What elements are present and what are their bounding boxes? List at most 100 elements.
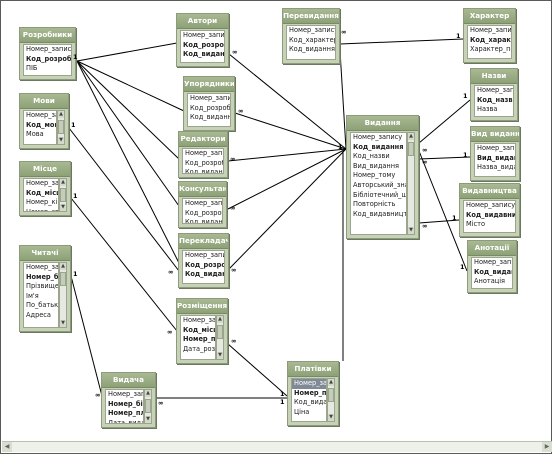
field[interactable]: Прізвище bbox=[26, 282, 58, 291]
table-title[interactable]: Автори bbox=[177, 14, 228, 29]
scroll-up-arrow-icon[interactable]: ▲ bbox=[58, 111, 64, 118]
field[interactable]: Номер_запису bbox=[108, 390, 143, 398]
field[interactable]: Номер_запису bbox=[474, 258, 512, 266]
table-mistse[interactable]: МісцеНомер_записуКод_місцяНомер_кімнатиН… bbox=[19, 161, 71, 216]
table-perevydannia[interactable]: ПеревиданняНомер_записуКод_характераКод_… bbox=[282, 8, 340, 64]
key-field[interactable]: Код_місця bbox=[183, 325, 215, 334]
field[interactable]: Номер_запису bbox=[190, 94, 230, 102]
field[interactable]: Адреса bbox=[26, 310, 51, 319]
field-list[interactable]: Номер_записуКод_характераХарактер_переви… bbox=[467, 25, 512, 59]
field-list[interactable]: Номер_записуВид_виданняНазва_видання bbox=[474, 143, 516, 177]
vertical-scrollbar[interactable]: ▲▼ bbox=[59, 262, 67, 328]
relationship-line[interactable] bbox=[418, 156, 471, 160]
field[interactable]: Номер_тому bbox=[353, 171, 396, 180]
field[interactable]: Номер_запису bbox=[353, 133, 403, 141]
key-field[interactable]: Номер_білета bbox=[26, 272, 58, 281]
field[interactable]: Дата_розміщення bbox=[183, 344, 215, 353]
field[interactable]: Номер_запису bbox=[26, 45, 71, 53]
field[interactable]: Номер_запису bbox=[470, 26, 511, 34]
field[interactable]: ПІБ bbox=[26, 64, 38, 73]
field[interactable]: Код_видання bbox=[185, 218, 222, 224]
field-list[interactable]: Номер_записуНомер_білетаНомер_платівкиДа… bbox=[105, 389, 144, 424]
table-title[interactable]: Назви bbox=[471, 69, 517, 84]
table-avtory[interactable]: АвториНомер_записуКод_розробникаКод_вида… bbox=[176, 13, 229, 67]
key-field[interactable]: Вид_видання bbox=[477, 153, 515, 162]
scroll-up-arrow-icon[interactable]: ▲ bbox=[217, 316, 223, 323]
vertical-scrollbar[interactable]: ▲▼ bbox=[407, 132, 415, 235]
field[interactable]: Код_характера bbox=[289, 35, 335, 44]
table-uporiadnyky[interactable]: УпорядникиНомер_записуКод_розробникаКод_… bbox=[183, 76, 235, 131]
relationship-line[interactable] bbox=[70, 275, 103, 397]
scroll-up-arrow-icon[interactable]: ▲ bbox=[60, 263, 66, 270]
field-list[interactable]: Номер_записуНомер_білетаПрізвищеІм'яПо_б… bbox=[23, 262, 59, 328]
field-list[interactable]: Номер_записуКод_місцяНомер_платівкиДата_… bbox=[180, 315, 216, 360]
field[interactable]: Номер_запису bbox=[185, 149, 223, 157]
table-vyd-vydannia[interactable]: Вид виданняНомер_записуВид_виданняНазва_… bbox=[470, 126, 520, 181]
scroll-up-arrow-icon[interactable]: ▲ bbox=[145, 390, 151, 397]
table-title[interactable]: Видання bbox=[347, 116, 418, 131]
field-list[interactable]: Номер_записуКод_місцяНомер_кімнатиНомер_… bbox=[23, 178, 59, 212]
field[interactable]: Код_розробника bbox=[185, 158, 223, 167]
table-title[interactable]: Характер bbox=[464, 9, 515, 24]
table-plativky[interactable]: ПлатівкиНомер_записуНомер_платівкиКод_ви… bbox=[287, 361, 339, 426]
relationship-line[interactable] bbox=[68, 127, 180, 272]
scroll-down-arrow-icon[interactable]: ▼ bbox=[408, 227, 414, 234]
key-field[interactable]: Код_місця bbox=[26, 188, 58, 197]
table-redaktory[interactable]: РедакториНомер_записуКод_розробникаКод_в… bbox=[178, 131, 228, 178]
relationship-line[interactable] bbox=[227, 343, 288, 397]
field[interactable]: Номер_запису bbox=[183, 316, 215, 324]
table-title[interactable]: Перевидання bbox=[283, 9, 339, 24]
scroll-thumb[interactable] bbox=[60, 188, 66, 202]
field[interactable]: Код_видання bbox=[294, 398, 326, 407]
scroll-thumb[interactable] bbox=[217, 325, 223, 339]
field[interactable]: Мова bbox=[26, 130, 44, 139]
key-field[interactable]: Код_назви bbox=[477, 95, 513, 104]
table-title[interactable]: Мови bbox=[20, 94, 68, 109]
field[interactable]: Дата_видачі bbox=[108, 418, 143, 424]
table-rozmishchennia[interactable]: РозміщенняНомер_записуКод_місцяНомер_пла… bbox=[176, 298, 228, 364]
key-field[interactable]: Код_видання bbox=[474, 267, 512, 276]
relationship-line[interactable] bbox=[338, 33, 347, 150]
field[interactable]: Номер_запису bbox=[185, 251, 224, 259]
table-title[interactable]: Платівки bbox=[288, 362, 338, 377]
field[interactable]: Повторність bbox=[353, 200, 396, 209]
relationship-line[interactable] bbox=[228, 53, 347, 150]
field[interactable]: Номер_запису bbox=[26, 111, 56, 119]
key-field[interactable]: Код_мови bbox=[26, 120, 56, 129]
field[interactable]: Авторський_знак bbox=[353, 180, 406, 189]
scroll-right-arrow-icon[interactable]: ▶ bbox=[542, 442, 552, 452]
field[interactable]: Вид_видання bbox=[353, 161, 400, 170]
table-title[interactable]: Розміщення bbox=[177, 299, 227, 314]
vertical-scrollbar[interactable]: ▲▼ bbox=[216, 315, 224, 360]
field[interactable]: Номер_запису bbox=[477, 86, 513, 94]
relationship-line[interactable] bbox=[418, 99, 471, 144]
key-field[interactable]: Номер_білета bbox=[108, 399, 143, 408]
key-field[interactable]: Код_характера bbox=[470, 35, 511, 44]
field[interactable]: Номер_запису bbox=[26, 179, 58, 187]
table-title[interactable]: Розробники bbox=[20, 28, 75, 43]
key-field[interactable]: Номер_платівки bbox=[183, 335, 215, 344]
key-field[interactable]: Код_видання bbox=[183, 50, 224, 59]
scroll-up-arrow-icon[interactable]: ▲ bbox=[60, 179, 66, 186]
relationship-line[interactable] bbox=[339, 38, 464, 45]
field[interactable]: Номер_запису bbox=[26, 263, 58, 271]
field[interactable]: Код_розробника bbox=[190, 103, 230, 112]
field[interactable]: Номер_запису bbox=[185, 199, 222, 207]
key-field[interactable]: Код_видання bbox=[185, 270, 224, 279]
field[interactable]: Ціна bbox=[294, 407, 310, 416]
field[interactable]: Характер_перевидання bbox=[470, 45, 511, 54]
table-perekladachi[interactable]: ПерекладачіНомер_записуКод_розробникаКод… bbox=[178, 233, 229, 288]
vertical-scrollbar[interactable]: ▲▼ bbox=[327, 378, 335, 422]
field[interactable]: Бібліотечний_шифр bbox=[353, 190, 406, 199]
table-title[interactable]: Видавництва bbox=[460, 184, 519, 199]
scroll-left-arrow-icon[interactable]: ◀ bbox=[2, 442, 12, 452]
table-title[interactable]: Перекладачі bbox=[179, 234, 228, 249]
